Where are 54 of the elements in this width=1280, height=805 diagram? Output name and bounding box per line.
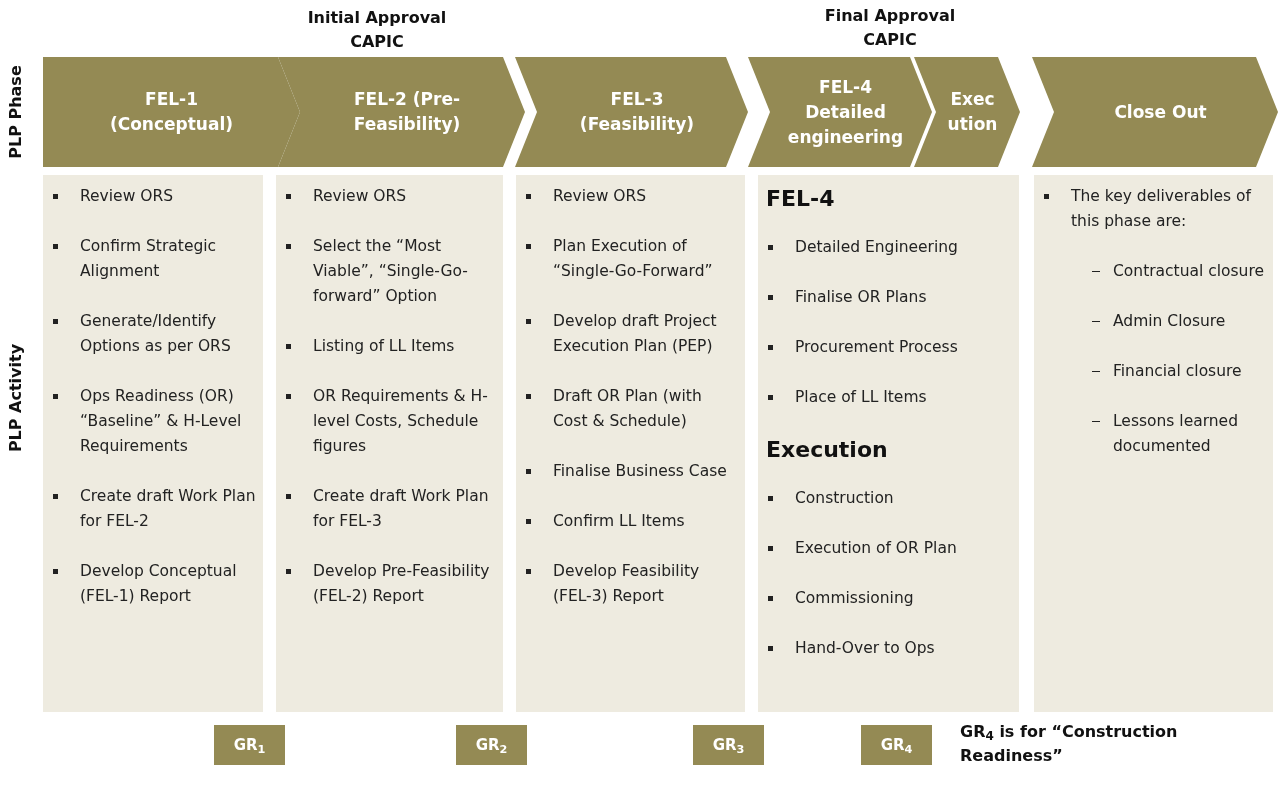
activity-item: Review ORS (553, 186, 647, 207)
activity-item: The key deliverables of this phase are: (1071, 186, 1253, 232)
approval-label: Final Approval CAPIC (823, 5, 957, 51)
activity-item: Admin Closure (1113, 311, 1226, 332)
activity-item: Listing of LL Items (313, 336, 455, 357)
phase-label: FEL-4 Detailed engineering (786, 75, 905, 149)
gate-review-box: GR$_{3}$ (693, 725, 764, 765)
activity-item: Procurement Process (795, 337, 958, 358)
activity-item: OR Requirements & H-level Costs, Schedule figures (313, 386, 489, 457)
activity-item: Place of LL Items (795, 387, 927, 408)
phase-label: Close Out (1114, 100, 1207, 124)
gate-review-box: GR$_{1}$ (214, 725, 285, 765)
activity-panel (43, 175, 263, 712)
activity-item: Confirm Strategic Alignment (80, 236, 218, 282)
activity-item: Financial closure (1113, 361, 1242, 382)
section-heading: Execution (766, 437, 889, 462)
activity-item: Finalise OR Plans (795, 287, 927, 308)
activity-item: Review ORS (313, 186, 407, 207)
activity-item: Execution of OR Plan (795, 538, 957, 559)
section-heading: FEL-4 (766, 186, 836, 211)
activity-item: Construction (795, 488, 894, 509)
activity-item: Develop Pre-Feasibility (FEL-2) Report (313, 561, 491, 607)
approval-label: Initial Approval CAPIC (306, 7, 448, 53)
activity-item: Develop Feasibility (FEL-3) Report (553, 561, 701, 607)
phase-label: FEL-3 (Feasibility) (578, 88, 696, 136)
activity-item: Create draft Work Plan for FEL-2 (80, 486, 257, 532)
activity-item: Lessons learned documented (1113, 411, 1239, 457)
activity-item: Detailed Engineering (795, 237, 958, 258)
phase-label: FEL-2 (Pre-Feasibility) (352, 88, 462, 136)
activity-item: Create draft Work Plan for FEL-3 (313, 486, 490, 532)
activity-item: Develop draft Project Execution Plan (PEP) (553, 311, 718, 357)
activity-item: Review ORS (80, 186, 174, 207)
activity-item: Ops Readiness (OR) “Baseline” & H-Level Requirements (80, 386, 243, 457)
activity-panel (516, 175, 745, 712)
activity-panel (276, 175, 503, 712)
activity-item: Finalise Business Case (553, 461, 727, 482)
activity-panel (1034, 175, 1273, 712)
row-label: PLP Phase (5, 65, 26, 159)
row-label: PLP Activity (5, 343, 26, 453)
activity-item: Develop Conceptual (FEL-1) Report (80, 561, 238, 607)
gate-review-box: GR$_{2}$ (456, 725, 527, 765)
footnote: GR$_{4}$ is for “Construction Readiness” (960, 721, 1179, 767)
activity-panel (758, 175, 1019, 712)
phase-label: FEL-1 (Conceptual) (108, 88, 235, 136)
activity-item: Plan Execution of “Single-Go-Forward” (553, 236, 714, 282)
activity-item: Generate/Identify Options as per ORS (80, 311, 232, 357)
activity-item: Confirm LL Items (553, 511, 685, 532)
activity-item: Hand-Over to Ops (795, 638, 935, 659)
phase-label: Execution (946, 88, 999, 136)
gate-review-box: GR$_{4}$ (861, 725, 932, 765)
activity-item: Commissioning (795, 588, 914, 609)
activity-item: Draft OR Plan (with Cost & Schedule) (553, 386, 703, 432)
activity-item: Contractual closure (1113, 261, 1264, 282)
activity-item: Select the “Most Viable”, “Single-Go-forward” Option (313, 236, 469, 307)
